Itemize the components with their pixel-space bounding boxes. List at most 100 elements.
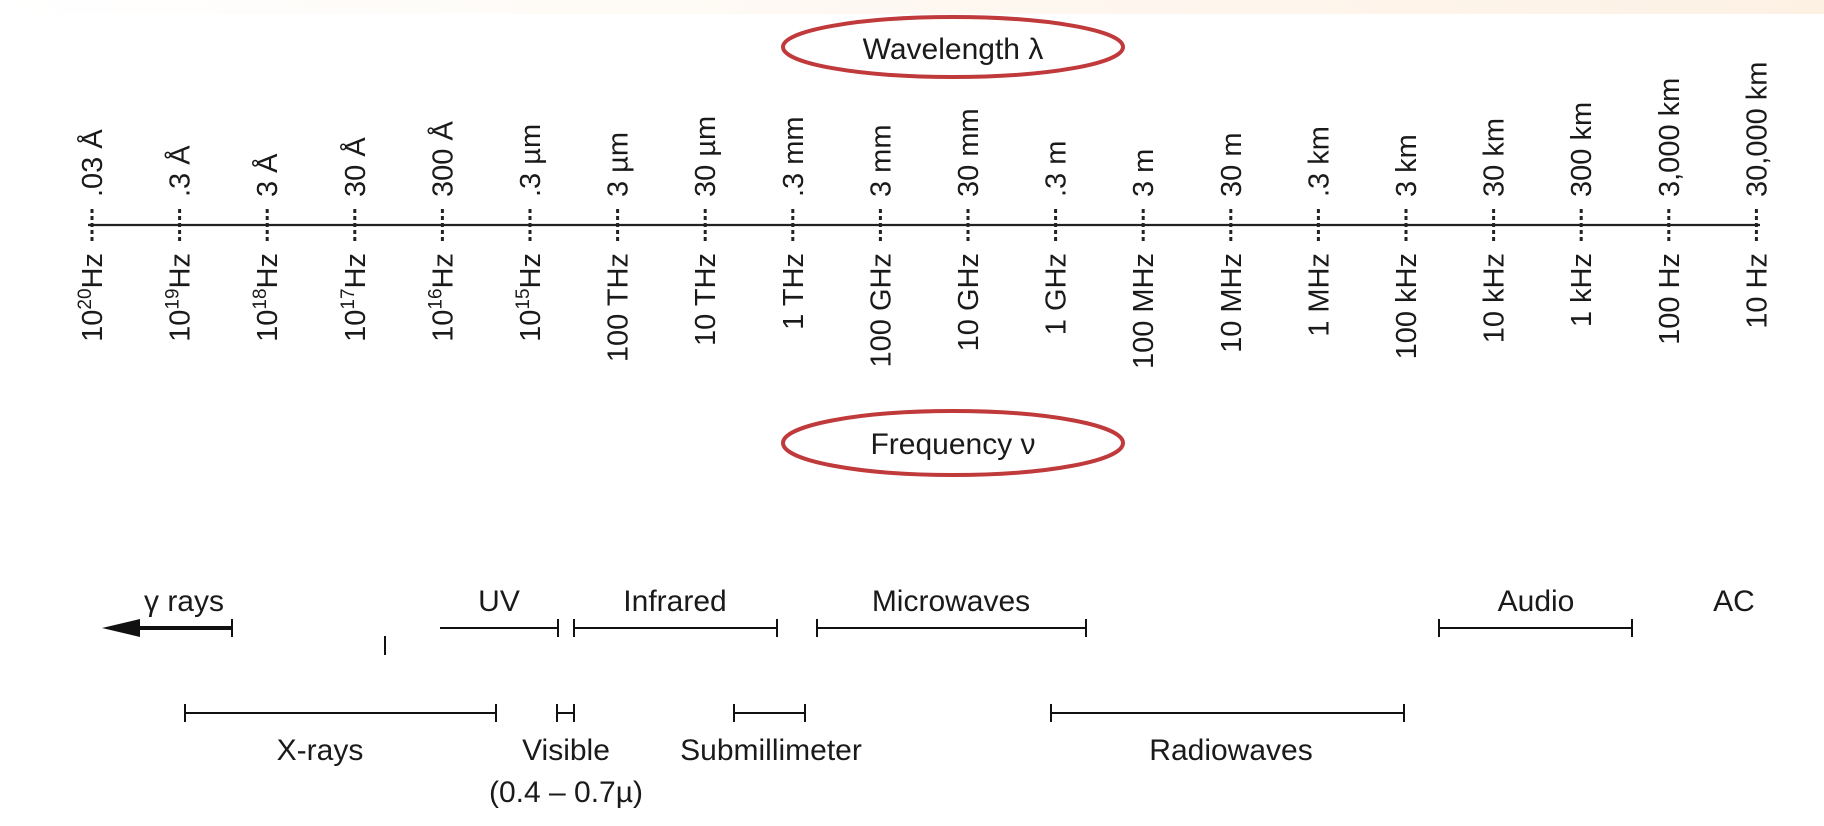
frequency-highlight-ellipse <box>781 409 1125 477</box>
frequency-tick-base: 10 GHz <box>953 253 985 351</box>
wavelength-tick-label: 30 m <box>1216 133 1248 197</box>
frequency-tick-base: 10 <box>252 310 284 342</box>
frequency-tick-unit: Hz <box>165 253 197 288</box>
frequency-tick-label: 10 MHz <box>1216 253 1248 353</box>
top-gradient-band <box>0 0 1824 14</box>
wavelength-tick-label: .3 m <box>1041 141 1073 197</box>
wavelength-tick-label: .3 Å <box>164 145 197 197</box>
frequency-tick-unit: Hz <box>252 253 284 288</box>
frequency-tick-base: 10 THz <box>690 253 722 346</box>
frequency-tick-unit: Hz <box>515 253 547 288</box>
frequency-tick-exponent: 19 <box>163 288 184 309</box>
frequency-tick-label: 1015Hz <box>513 253 547 342</box>
band-label-visible: Visible <box>522 734 610 767</box>
frequency-tick-base: 1 MHz <box>1303 253 1335 337</box>
frequency-tick-base: 100 Hz <box>1654 253 1686 345</box>
frequency-tick-base: 10 Hz <box>1741 253 1773 329</box>
uv-range <box>440 619 559 637</box>
frequency-tick-base: 100 kHz <box>1391 253 1423 359</box>
frequency-tick-base: 10 <box>165 310 197 342</box>
band-label-submillimeter: Submillimeter <box>680 734 862 767</box>
radiowaves-range <box>1050 704 1405 722</box>
audio-range <box>1438 619 1633 637</box>
band-ranges: γ rays UV Infrared Microwaves <box>102 585 1755 809</box>
frequency-tick-base: 1 THz <box>778 253 810 330</box>
frequency-tick-label: 100 THz <box>603 253 635 362</box>
infrared-range <box>573 619 778 637</box>
wavelength-tick-label: .03 Å <box>76 129 109 197</box>
wavelength-tick-label: 30 µm <box>690 116 722 197</box>
frequency-tick-label: 10 Hz <box>1741 253 1773 329</box>
frequency-tick-base: 100 MHz <box>1128 253 1160 369</box>
wavelength-highlight-ellipse <box>781 15 1125 79</box>
wavelength-tick-label: 30 km <box>1479 118 1511 197</box>
band-label-ac: AC <box>1713 585 1755 618</box>
wavelength-tick-label: 3 mm <box>865 125 897 198</box>
frequency-tick-base: 10 <box>427 310 459 342</box>
gamma-rays-arrow-icon <box>102 619 140 637</box>
frequency-tick-label: 1 kHz <box>1566 253 1598 327</box>
frequency-tick-unit: Hz <box>77 253 109 288</box>
wavelength-title: Wavelength λ <box>863 33 1044 66</box>
submillimeter-range <box>733 704 806 722</box>
band-label-x-rays: X-rays <box>277 734 364 767</box>
frequency-tick-exponent: 20 <box>75 288 96 309</box>
frequency-tick-unit: Hz <box>427 253 459 288</box>
frequency-tick-unit: Hz <box>340 253 372 288</box>
frequency-tick-base: 1 GHz <box>1041 253 1073 335</box>
wavelength-tick-label: 30 Å <box>339 137 372 197</box>
frequency-tick-base: 10 kHz <box>1479 253 1511 343</box>
frequency-tick-base: 1 kHz <box>1566 253 1598 327</box>
frequency-tick-label: 10 GHz <box>953 253 985 351</box>
frequency-tick-exponent: 17 <box>338 288 359 309</box>
frequency-tick-label: 1 GHz <box>1041 253 1073 335</box>
band-label-microwaves: Microwaves <box>872 585 1030 618</box>
wavelength-tick-label: 3 km <box>1391 134 1423 197</box>
frequency-tick-label: 10 kHz <box>1479 253 1511 343</box>
wavelength-tick-label: .3 mm <box>778 116 810 197</box>
wavelength-tick-label: 3 Å <box>251 153 284 197</box>
frequency-tick-label: 100 kHz <box>1391 253 1423 359</box>
frequency-title: Frequency ν <box>870 428 1035 461</box>
band-label-uv: UV <box>478 585 520 618</box>
wavelength-tick-label: 30 mm <box>953 108 985 197</box>
frequency-tick-base: 100 THz <box>603 253 635 362</box>
wavelength-tick-label: 300 km <box>1566 102 1598 197</box>
frequency-tick-label: 1 MHz <box>1303 253 1335 337</box>
wavelength-tick-label: 30,000 km <box>1741 62 1773 197</box>
frequency-tick-label: 1019Hz <box>163 253 197 342</box>
wavelength-tick-label: .3 µm <box>515 124 547 197</box>
frequency-tick-label: 100 Hz <box>1654 253 1686 345</box>
wavelength-tick-label: 3,000 km <box>1654 78 1686 197</box>
wavelength-tick-label: .3 km <box>1303 126 1335 197</box>
frequency-tick-label: 100 MHz <box>1128 253 1160 369</box>
frequency-tick-label: 1018Hz <box>250 253 284 342</box>
frequency-tick-exponent: 15 <box>513 288 534 309</box>
frequency-tick-exponent: 16 <box>425 288 446 309</box>
frequency-tick-base: 10 <box>515 310 547 342</box>
frequency-tick-exponent: 18 <box>250 288 271 309</box>
frequency-tick-base: 10 MHz <box>1216 253 1248 353</box>
frequency-tick-label: 1016Hz <box>425 253 459 342</box>
frequency-tick-label: 1020Hz <box>75 253 109 342</box>
wavelength-tick-label: 300 Å <box>426 121 459 197</box>
frequency-tick-base: 10 <box>340 310 372 342</box>
band-label-infrared: Infrared <box>623 585 726 618</box>
band-label-audio: Audio <box>1498 585 1575 618</box>
visible-range <box>556 704 575 722</box>
frequency-tick-label: 1 THz <box>778 253 810 330</box>
wavelength-tick-label: 3 m <box>1128 149 1160 197</box>
wavelength-tick-label: 3 µm <box>603 132 635 197</box>
band-label-radiowaves: Radiowaves <box>1149 734 1312 767</box>
frequency-tick-base: 10 <box>77 310 109 342</box>
band-label-gamma-rays: γ rays <box>144 585 224 618</box>
microwaves-range <box>816 619 1087 637</box>
frequency-tick-base: 100 GHz <box>865 253 897 367</box>
frequency-tick-label: 1017Hz <box>338 253 372 342</box>
frequency-tick-label: 100 GHz <box>865 253 897 367</box>
x-rays-range <box>184 704 497 722</box>
band-sublabel-visible: (0.4 – 0.7µ) <box>489 776 643 809</box>
